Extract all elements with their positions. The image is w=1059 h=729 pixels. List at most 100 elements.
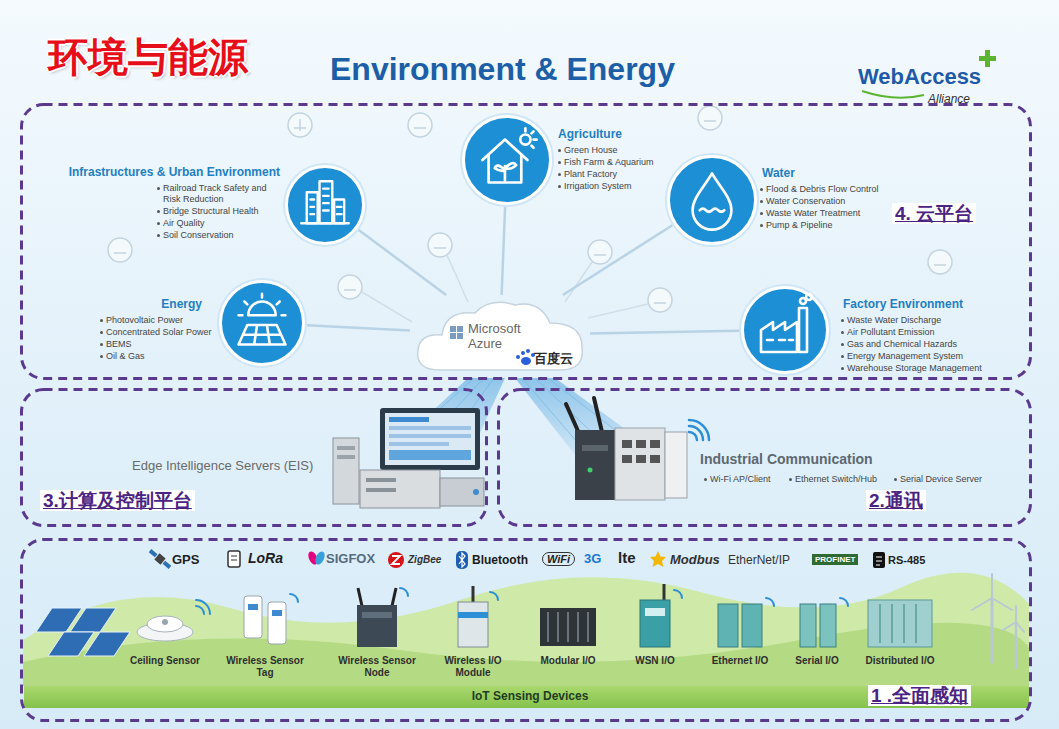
device-caption: WSN I/O <box>635 655 674 666</box>
domain-circle-outline <box>334 200 344 224</box>
domain-circle-outline <box>669 157 756 244</box>
device-caption: Serial I/O <box>795 655 838 666</box>
device-illustration <box>868 600 932 647</box>
text-holder: Distributed I/O <box>855 655 945 667</box>
text-holder: Pump & Pipeline <box>766 220 886 231</box>
wind-turbine <box>1015 606 1017 622</box>
device-illustration <box>268 602 286 644</box>
wind-turbine <box>991 598 994 662</box>
text-holder: Microsoft Azure <box>468 321 534 351</box>
device-illustration <box>358 588 362 606</box>
device-illustration <box>472 586 475 603</box>
region-panel: GPSLoRaSIGFOXZigBeeBluetoothWiFi3GlteMod… <box>20 538 1032 722</box>
device-illustration <box>244 596 262 638</box>
domain-circle-outline <box>743 288 828 373</box>
text-holder: 4. 云平台 <box>892 202 1002 226</box>
domain-circle-outline <box>799 308 807 352</box>
protocol-logo: lte <box>618 549 636 566</box>
text-holder: 百度云 <box>534 351 579 367</box>
protocol-icon <box>456 551 468 569</box>
bullet-item: Fish Farm & Aquarium <box>564 157 654 167</box>
text-holder: Ethernet I/O <box>702 655 778 667</box>
protocol-icon <box>876 557 882 565</box>
domain-circle-outline <box>767 339 793 342</box>
text-holder: Oil & Gas <box>106 351 212 362</box>
domain-circle-outline <box>217 278 307 368</box>
device-illustration <box>147 616 183 632</box>
server-illustration <box>380 408 480 470</box>
switch-illustration <box>566 398 709 500</box>
protocol-icon <box>147 548 885 571</box>
text-holder: Photovoltaic Power <box>106 315 212 326</box>
link-line <box>590 331 739 334</box>
device-caption: Wireless Sensor Node <box>338 655 416 678</box>
ground-band <box>24 686 1029 708</box>
sensor-icon <box>408 113 432 137</box>
text-holder: ZigBee <box>408 551 453 569</box>
text-holder: Water Conservation <box>766 196 886 207</box>
domain-circle-outline <box>700 209 725 212</box>
text-holder: 3.计算及控制平台 <box>40 489 240 513</box>
domain-circle-outline <box>221 282 304 365</box>
device-illustration <box>820 604 836 647</box>
title: 环境与能源 <box>48 35 248 79</box>
server-illustration <box>389 450 471 460</box>
solar-panels <box>84 632 130 656</box>
device-illustration <box>196 588 848 614</box>
text-holder: LoRa <box>248 549 293 567</box>
region-panel-outline <box>22 390 487 526</box>
bullet-item: Oil & Gas <box>106 351 145 361</box>
text-holder: Wireless Sensor Node <box>332 655 422 679</box>
server-illustration <box>337 446 355 450</box>
device-illustration <box>640 600 670 647</box>
region-panel: Edge Intelligence Servers (EIS)3.计算及控制平台 <box>20 388 488 527</box>
domain-circle-outline <box>693 173 732 229</box>
server-illustration <box>385 413 475 465</box>
bullet-dot <box>841 367 844 370</box>
device-illustration <box>880 604 916 643</box>
region-panel: Industrial CommunicationWi-Fi AP/ClientE… <box>497 388 1032 527</box>
protocol-icon <box>313 550 326 566</box>
text-holder: Concentrated Solar Power <box>106 327 212 338</box>
domain-circle: Factory EnvironmentWaste Water Discharge… <box>739 284 831 376</box>
hills <box>23 573 1029 686</box>
domain-circle-outline <box>239 325 286 345</box>
device-illustration <box>540 608 596 646</box>
device-illustration <box>357 605 397 647</box>
bullet-dot <box>558 161 561 164</box>
text-holder: RS-485 <box>888 551 938 569</box>
bullet-dot <box>100 343 103 346</box>
bullet-item: Bridge Structural Health <box>163 206 259 216</box>
device-illustration <box>137 584 932 647</box>
text-holder: Railroad Track Safety and Risk Reduction <box>163 183 280 205</box>
protocol-logo: SIGFOX <box>326 551 375 566</box>
sensor-icon <box>588 240 612 264</box>
device-caption: Wireless Sensor Tag <box>226 655 304 678</box>
device-illustration <box>674 590 682 598</box>
text-holder: Air Pollutant Emission <box>847 327 1017 338</box>
text-holder: Irrigation System <box>564 181 664 192</box>
bullet-item: BEMS <box>106 339 132 349</box>
domain-heading: Energy <box>161 297 202 311</box>
bullet-item: Concentrated Solar Power <box>106 327 212 337</box>
domain-circle-outline <box>287 167 364 244</box>
bullet-dot <box>789 478 792 481</box>
sensor-icon <box>108 238 132 262</box>
device-illustration <box>458 602 488 647</box>
device-illustration <box>458 612 488 618</box>
region-label: 1 .全面感知 <box>868 685 971 706</box>
device-caption: Ceiling Sensor <box>130 655 200 666</box>
switch-illustration <box>615 428 665 500</box>
domain-circle-outline <box>460 113 554 207</box>
bullet-item: Flood & Debris Flow Control <box>766 184 879 194</box>
domain-circle-outline <box>301 181 348 223</box>
domain-circle-outline <box>693 173 732 229</box>
protocol-logo: Bluetooth <box>472 553 528 567</box>
wind-turbine <box>972 574 1024 668</box>
text-holder: Ceiling Sensor <box>120 655 210 667</box>
domain-circle-outline <box>239 294 286 345</box>
text-holder: EtherNet/IP <box>728 551 808 569</box>
switch-illustration <box>588 468 593 473</box>
device-illustration <box>645 608 665 616</box>
